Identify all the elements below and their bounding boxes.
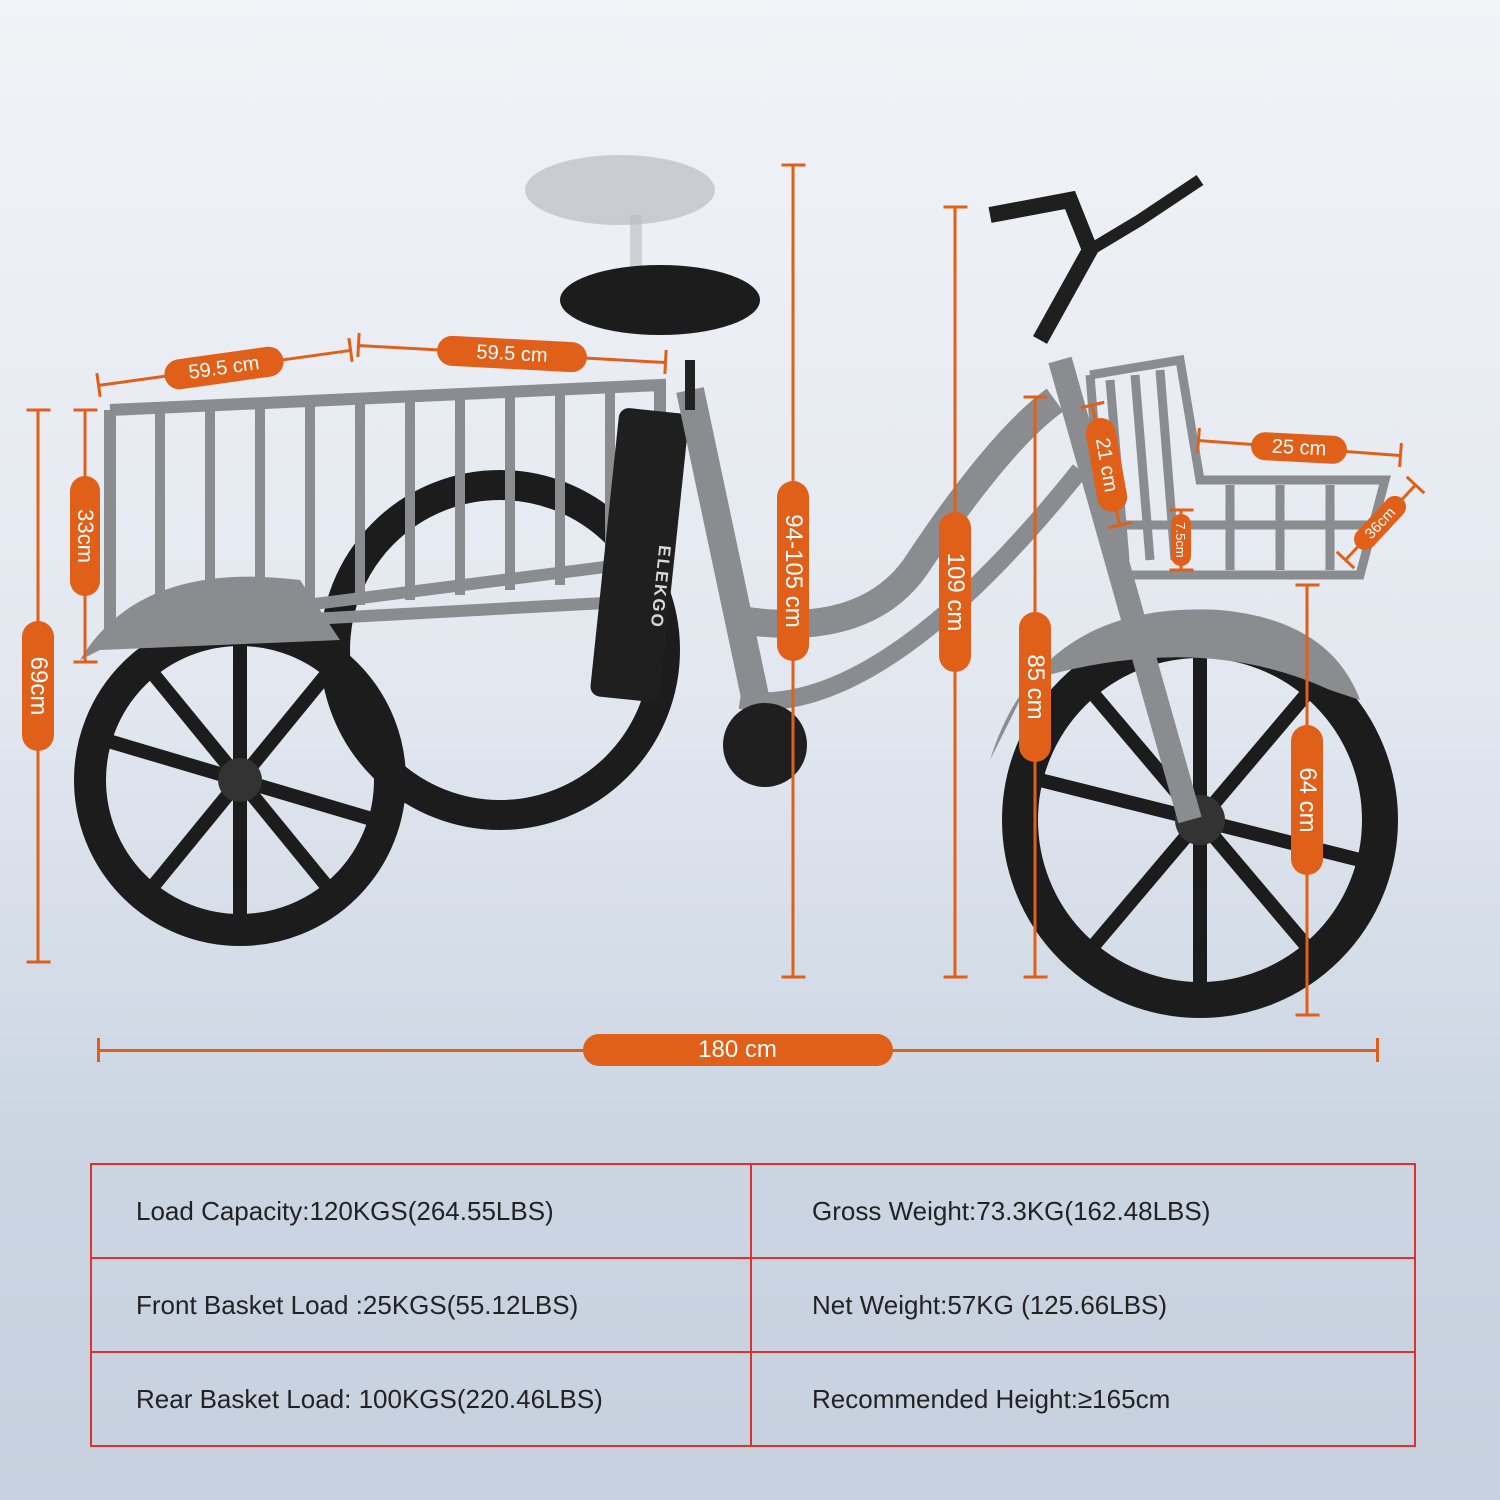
- dimension-endcap: [1023, 395, 1047, 399]
- dimension-endcap: [96, 1038, 100, 1062]
- dimension-label-wheel-diameter: 64 cm: [1291, 725, 1323, 875]
- dimension-endcap: [781, 163, 805, 167]
- dimension-endcap: [1375, 1038, 1379, 1062]
- front-wheel: [1002, 622, 1398, 1018]
- spec-gross-weight: Gross Weight:73.3KG(162.48LBS): [750, 1163, 1416, 1259]
- dimension-endcap: [1169, 508, 1193, 512]
- dimension-label-seat-height: 94-105 cm: [777, 481, 809, 661]
- dimension-endcap: [26, 960, 50, 964]
- dimension-label-front-basket-depth: 7.5cm: [1171, 514, 1191, 566]
- table-row: Rear Basket Load: 100KGS(220.46LBS) Reco…: [90, 1351, 1416, 1447]
- dimension-endcap: [943, 975, 967, 979]
- table-row: Load Capacity:120KGS(264.55LBS) Gross We…: [90, 1163, 1416, 1259]
- spec-table: Load Capacity:120KGS(264.55LBS) Gross We…: [90, 1163, 1416, 1447]
- table-row: Front Basket Load :25KGS(55.12LBS) Net W…: [90, 1257, 1416, 1353]
- dimension-endcap: [26, 408, 50, 412]
- dimension-endcap: [1295, 583, 1319, 587]
- spec-rear-basket-load: Rear Basket Load: 100KGS(220.46LBS): [90, 1351, 752, 1447]
- spec-front-basket-load: Front Basket Load :25KGS(55.12LBS): [90, 1257, 752, 1353]
- dimension-label-front-basket-length: 25 cm: [1250, 431, 1348, 464]
- dimension-label-handlebar-height: 109 cm: [939, 512, 971, 672]
- dimension-endcap: [1023, 975, 1047, 979]
- front-basket: [1085, 354, 1391, 580]
- dimension-endcap: [1295, 1013, 1319, 1017]
- dimension-endcap: [781, 975, 805, 979]
- spec-recommended-height: Recommended Height:≥165cm: [750, 1351, 1416, 1447]
- dimension-endcap: [73, 408, 97, 412]
- dimension-endcap: [1169, 568, 1193, 572]
- dimension-endcap: [662, 349, 668, 375]
- dimension-endcap: [73, 660, 97, 664]
- rear-left-wheel: [74, 614, 406, 946]
- dimension-label-rear-basket-height: 33cm: [70, 476, 100, 596]
- dimension-endcap: [943, 205, 967, 209]
- dimension-label-total-length: 180 cm: [582, 1034, 893, 1066]
- spec-load-capacity: Load Capacity:120KGS(264.55LBS): [90, 1163, 752, 1259]
- spec-net-weight: Net Weight:57KG (125.66LBS): [750, 1257, 1416, 1353]
- dimension-endcap: [355, 332, 361, 358]
- dimension-label-front-frame-height: 85 cm: [1019, 612, 1051, 762]
- dimension-label-rear-height: 69cm: [22, 621, 54, 751]
